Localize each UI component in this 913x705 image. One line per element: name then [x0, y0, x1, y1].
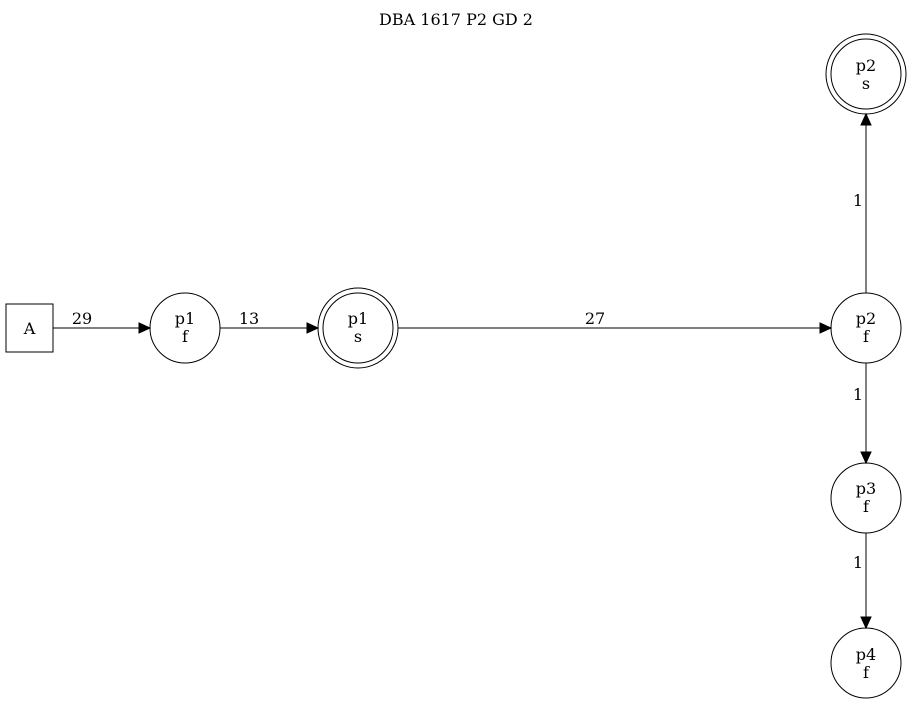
edge-a-to-p1-f-arrowhead	[138, 322, 152, 334]
node-p1-s-line2: s	[354, 327, 362, 346]
edge-a-to-p1-f-label: 29	[72, 309, 92, 328]
edge-a-to-p1-f: 29	[53, 309, 152, 334]
node-p2-f: p2 f	[830, 292, 902, 364]
edge-p2-f-to-p2-s-arrowhead	[860, 112, 872, 126]
edge-p1-s-to-p2-f: 27	[398, 309, 833, 334]
edge-p2-f-to-p2-s: 1	[853, 112, 872, 293]
edge-p1-f-to-p1-s-label: 13	[239, 309, 259, 328]
edge-p2-f-to-p3-f-label: 1	[853, 385, 863, 404]
node-p1-s-inner-circle	[322, 292, 394, 364]
node-p2-s-inner-circle	[830, 38, 902, 110]
node-p4-f-line2: f	[863, 663, 870, 682]
node-p2-f-line2: f	[863, 327, 870, 346]
node-a: A	[5, 303, 54, 353]
node-p1-f: p1 f	[149, 292, 221, 364]
node-p1-f-line1: p1	[175, 309, 195, 328]
edge-p3-f-to-p4-f-label: 1	[853, 553, 863, 572]
node-p2-s: p2 s	[825, 33, 907, 115]
node-p3-f-line1: p3	[856, 479, 876, 498]
node-p1-s: p1 s	[317, 287, 399, 369]
node-p3-f-line2: f	[863, 497, 870, 516]
edge-p3-f-to-p4-f-arrowhead	[860, 616, 872, 630]
node-p1-f-line2: f	[182, 327, 189, 346]
node-p3-f: p3 f	[830, 462, 902, 534]
edge-p1-f-to-p1-s: 13	[220, 309, 320, 334]
node-p2-s-line2: s	[862, 74, 870, 93]
edge-p1-s-to-p2-f-label: 27	[585, 309, 605, 328]
node-a-label: A	[23, 319, 36, 338]
edge-p2-f-to-p3-f-arrowhead	[860, 451, 872, 465]
edge-p2-f-to-p3-f: 1	[853, 363, 872, 465]
node-p4-f: p4 f	[830, 627, 902, 699]
edge-p1-s-to-p2-f-arrowhead	[819, 322, 833, 334]
node-p4-f-line1: p4	[856, 645, 876, 664]
node-p1-s-line1: p1	[348, 309, 368, 328]
edge-p2-f-to-p2-s-label: 1	[853, 191, 863, 210]
edge-p3-f-to-p4-f: 1	[853, 533, 872, 630]
node-p2-s-line1: p2	[856, 56, 876, 75]
diagram-title: DBA 1617 P2 GD 2	[379, 10, 533, 29]
edge-p1-f-to-p1-s-arrowhead	[306, 322, 320, 334]
node-p2-f-line1: p2	[856, 309, 876, 328]
